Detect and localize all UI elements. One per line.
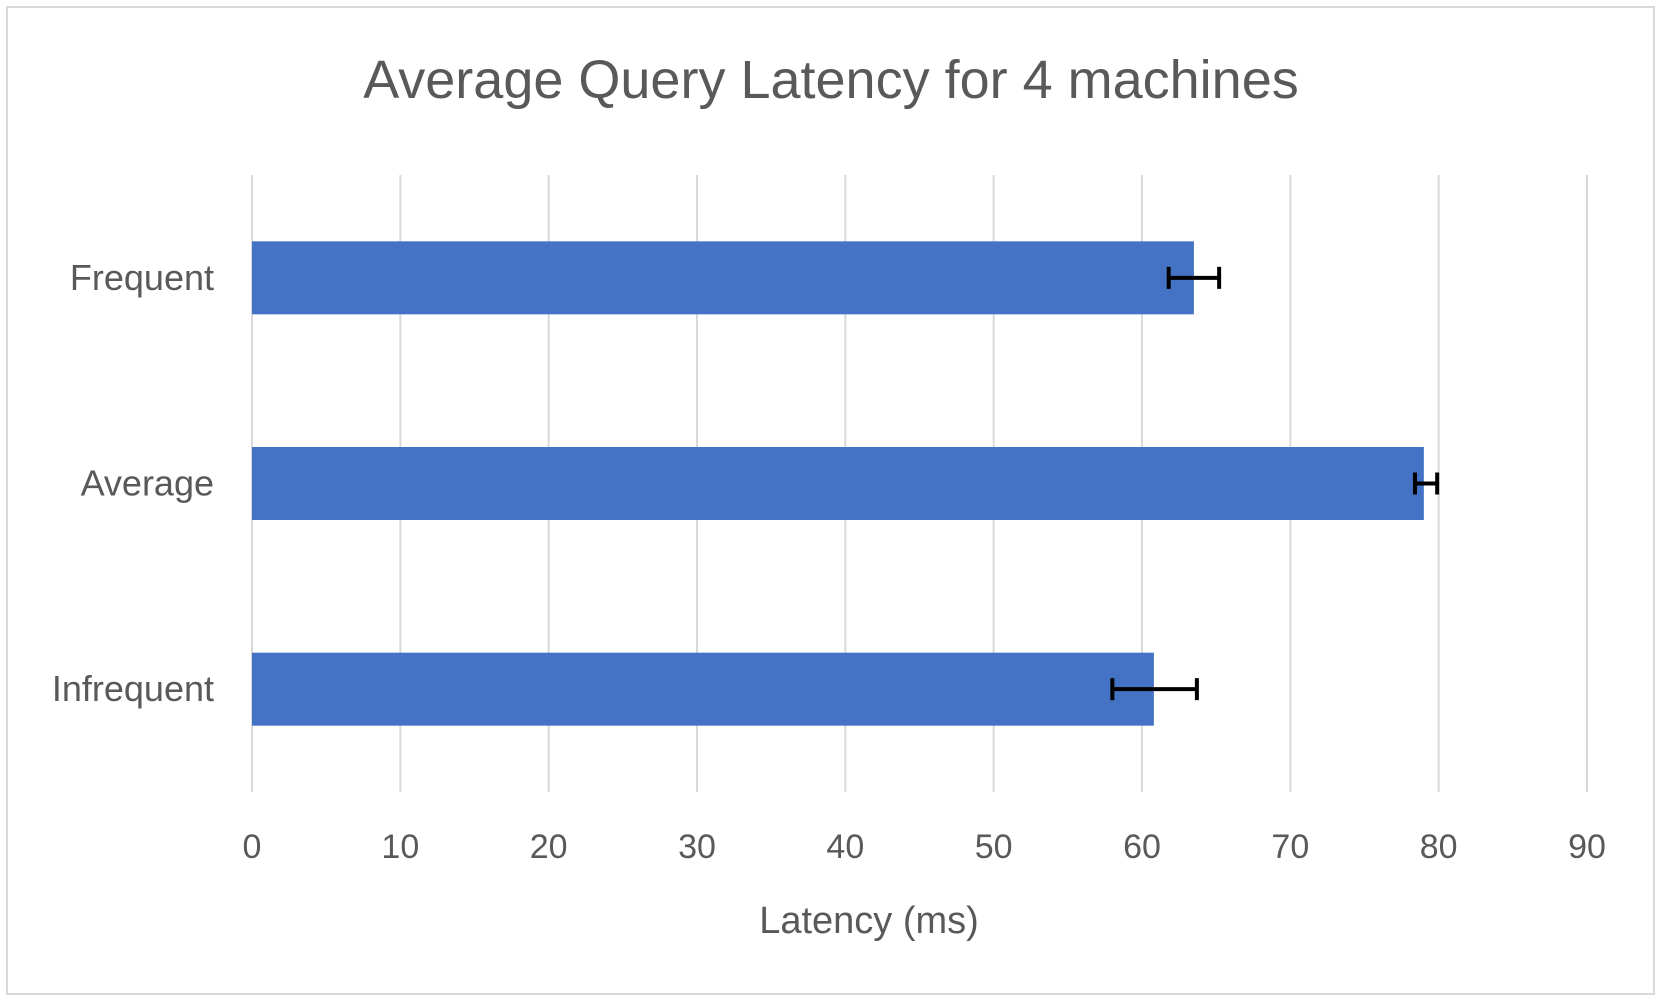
x-tick-label: 70 xyxy=(1271,828,1309,866)
x-tick-label: 60 xyxy=(1123,828,1161,866)
x-tick-label: 0 xyxy=(243,828,262,866)
error-bar-average xyxy=(1412,472,1440,495)
x-tick-labels: 0 10 20 30 40 50 60 70 80 90 xyxy=(243,828,1606,866)
category-label: Infrequent xyxy=(52,668,214,709)
x-tick-label: 40 xyxy=(826,828,864,866)
bars xyxy=(252,241,1424,726)
bar-average xyxy=(252,447,1424,520)
category-label: Frequent xyxy=(70,257,214,298)
error-bars xyxy=(1110,266,1440,701)
error-bar-infrequent xyxy=(1110,678,1199,701)
x-tick-label: 20 xyxy=(530,828,568,866)
category-label: Average xyxy=(81,463,214,504)
bar-infrequent xyxy=(252,652,1154,726)
x-tick-label: 30 xyxy=(678,828,716,866)
x-tick-label: 50 xyxy=(975,828,1013,866)
x-axis-title: Latency (ms) xyxy=(759,900,979,942)
bar-frequent xyxy=(252,241,1194,315)
error-bar-frequent xyxy=(1166,266,1222,289)
chart-title: Average Query Latency for 4 machines xyxy=(363,50,1299,110)
x-tick-label: 80 xyxy=(1420,828,1458,866)
x-tick-label: 90 xyxy=(1568,828,1606,866)
x-tick-label: 10 xyxy=(381,828,419,866)
